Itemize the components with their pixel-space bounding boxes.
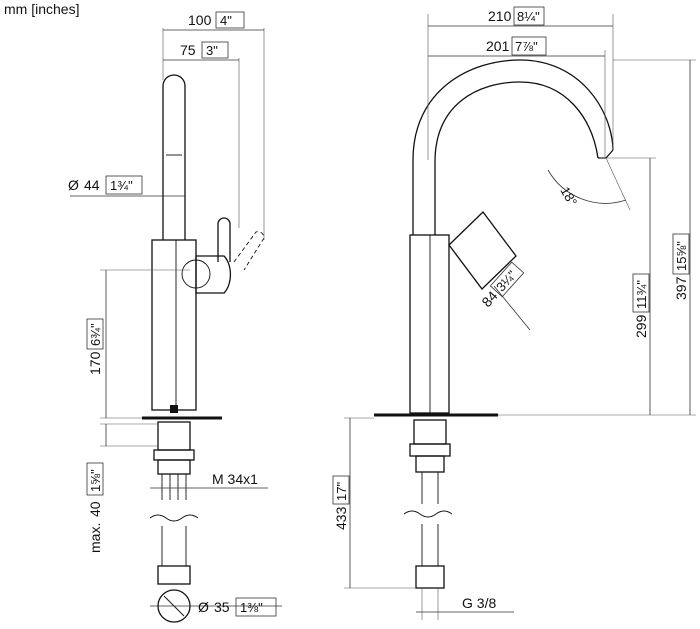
front-height-spout-in: 11¾" xyxy=(634,280,649,309)
side-mount-in: 1⅝" xyxy=(88,469,103,492)
side-base-diameter-in: 1⅜" xyxy=(240,600,263,615)
front-height-total-in: 15⅝" xyxy=(674,241,689,271)
front-connection-label: G 3/8 xyxy=(462,595,496,611)
side-view-faucet xyxy=(142,74,265,623)
side-diameter-mm: 44 xyxy=(84,177,100,193)
front-height-spout-mm: 299 xyxy=(633,314,649,338)
side-base-diameter-prefix: Ø xyxy=(198,599,209,615)
side-thread-label: M 34x1 xyxy=(212,471,258,487)
front-height-spout-bracket xyxy=(632,273,650,313)
side-height-in: 6¾" xyxy=(88,323,103,346)
side-diameter-bracket xyxy=(105,175,143,195)
side-mount-mm: 40 xyxy=(87,501,103,517)
side-height-mm: 170 xyxy=(87,351,103,375)
front-width-total-mm: 210 xyxy=(488,8,512,24)
side-width-top-mm: 100 xyxy=(188,12,212,28)
side-mount-prefix: max. xyxy=(87,523,103,553)
side-diameter-prefix: Ø xyxy=(68,177,79,193)
units-note: mm [inches] xyxy=(4,1,80,17)
front-width-total-bracket xyxy=(513,6,545,26)
front-lever-bracket xyxy=(489,261,525,298)
side-width-top-in: 4" xyxy=(220,13,232,28)
side-height-bracket xyxy=(86,318,104,350)
side-width-top-bracket xyxy=(215,11,245,29)
front-lever-mm: 84 xyxy=(478,288,500,310)
front-width-reach-mm: 201 xyxy=(486,38,510,54)
front-height-total-bracket xyxy=(672,233,690,275)
side-width-mid-mm: 75 xyxy=(180,42,196,58)
side-mount-bracket xyxy=(86,462,104,496)
front-view-faucet xyxy=(374,59,614,589)
side-diameter-in: 1¾" xyxy=(110,178,133,193)
front-hose-length-mm: 433 xyxy=(333,506,349,530)
side-base-diameter-bracket xyxy=(235,597,277,617)
front-hose-length-bracket xyxy=(332,475,350,505)
side-width-mid-in: 3" xyxy=(206,43,218,58)
front-view-dimension-lines xyxy=(344,14,696,620)
side-base-diameter-mm: 35 xyxy=(214,599,230,615)
front-width-reach-bracket xyxy=(511,36,547,56)
front-height-total-mm: 397 xyxy=(673,276,689,300)
side-view-dimension-lines xyxy=(70,28,282,607)
front-angle-label: 18° xyxy=(557,184,580,209)
side-width-mid-bracket xyxy=(201,41,229,59)
front-width-reach-in: 7⅞" xyxy=(515,39,538,54)
front-width-total-in: 8¼" xyxy=(517,9,540,24)
front-hose-length-in: 17" xyxy=(334,482,349,501)
